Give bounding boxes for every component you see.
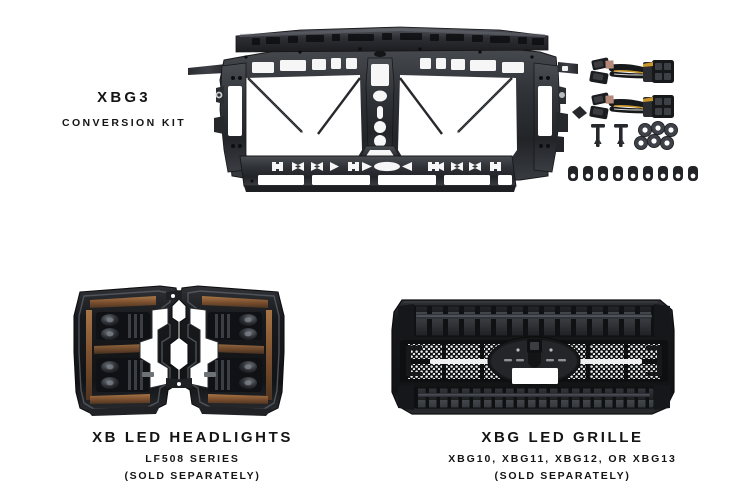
wiring-harness-adapter — [589, 57, 674, 85]
mounting-clip — [628, 166, 638, 181]
washer — [651, 121, 666, 136]
wiring-harness-group — [589, 57, 674, 120]
push-pin-clip — [591, 124, 605, 147]
grille-title: XBG LED GRILLE — [481, 429, 644, 446]
grille-note: (SOLD SEPARATELY) — [494, 470, 631, 483]
grille-label: XBG LED GRILLE XBG10, XBG11, XBG12, OR X… — [390, 428, 735, 484]
headlight-left — [73, 285, 192, 416]
headlight-projector-lower — [96, 358, 150, 392]
mounting-clip-row — [568, 166, 698, 181]
mounting-clip — [583, 166, 593, 181]
wiring-harness-adapter — [589, 92, 674, 120]
mounting-clip — [568, 166, 578, 181]
push-pin-clip — [614, 124, 628, 147]
mounting-clip — [658, 166, 668, 181]
core-support-upper-apron — [244, 47, 534, 73]
headlight-title: XB LED HEADLIGHTS — [92, 429, 293, 446]
kit-label: XBG3 CONVERSION KIT — [34, 88, 214, 130]
grille-art — [391, 299, 675, 415]
washer-group — [634, 121, 679, 150]
core-support-lower-crossmember — [239, 155, 517, 192]
radiator-core-support-art — [188, 26, 578, 192]
mounting-clip — [613, 166, 623, 181]
mounting-clip — [688, 166, 698, 181]
headlight-note: (SOLD SEPARATELY) — [124, 470, 261, 483]
grille-emblem-mount — [487, 336, 581, 386]
grille-upper-slats — [411, 305, 657, 337]
core-support-right-tower — [533, 62, 578, 173]
core-support-left-tower — [214, 62, 247, 173]
headlight-pair-art — [73, 285, 285, 416]
kit-title: XBG3 — [97, 89, 151, 106]
grille-models: XBG10, XBG11, XBG12, OR XBG13 — [448, 453, 677, 466]
kit-subtitle: CONVERSION KIT — [61, 117, 187, 130]
headlight-series: LF508 SERIES — [145, 453, 240, 466]
washer — [638, 123, 653, 138]
core-support-top-rail — [235, 26, 549, 53]
grille-lower-slats — [413, 387, 655, 409]
headlight-label: XB LED HEADLIGHTS LF508 SERIES (SOLD SEP… — [20, 428, 365, 484]
mounting-clip — [643, 166, 653, 181]
washer — [660, 135, 675, 150]
headlight-projector-upper — [96, 312, 150, 340]
hardware-group — [568, 106, 698, 181]
mounting-clip — [598, 166, 608, 181]
mounting-clip — [673, 166, 683, 181]
washer — [634, 135, 649, 150]
headlight-right — [166, 285, 285, 416]
washer — [664, 123, 679, 138]
washer — [647, 133, 662, 148]
